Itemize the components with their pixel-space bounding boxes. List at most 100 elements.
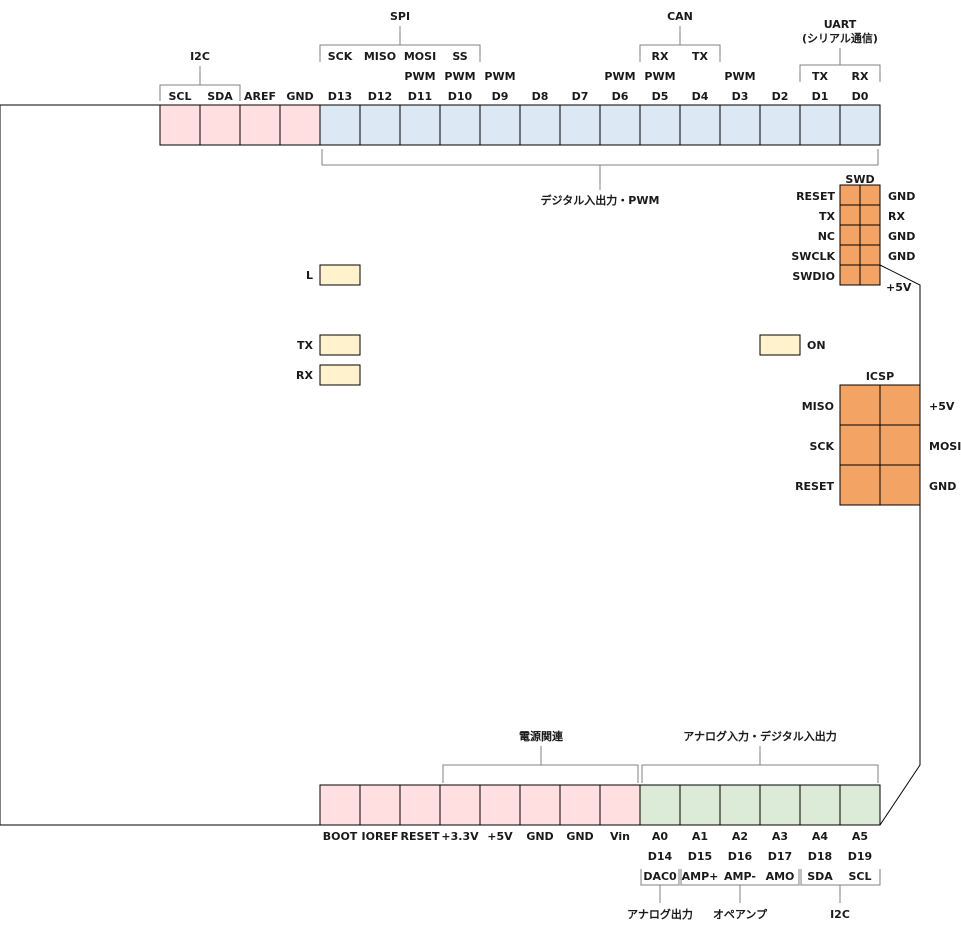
led-on-indicator [759, 334, 801, 356]
pin-sda-1 [199, 104, 241, 146]
swd-label-left-tx: TX [819, 210, 836, 223]
can-bracket [639, 26, 721, 62]
pin-d5-12 [639, 104, 681, 146]
swd-label-right-gnd-0: GND [888, 190, 915, 203]
function-dac0-0: DAC0 [643, 870, 677, 883]
pin-label-a2-b10: A2 [732, 830, 748, 843]
alias-d17: D17 [768, 850, 792, 863]
pin-label-a5-b13: A5 [852, 830, 868, 843]
pwm-label-d5: PWM [644, 70, 675, 83]
pin-label-d9-8: D9 [492, 90, 509, 103]
pin-d11-6 [399, 104, 441, 146]
pin-label-reset-b2: RESET [401, 830, 440, 843]
can-title: CAN [667, 10, 693, 23]
pin-gnd-b6 [559, 784, 601, 826]
led-tx-label: TX [297, 339, 314, 352]
icsp-label-right-gnd: GND [929, 480, 956, 493]
swd-pin-right-4 [859, 264, 881, 286]
pin-scl-0 [159, 104, 201, 146]
pin-d13-4 [319, 104, 361, 146]
swd-label-right-gnd-3: GND [888, 250, 915, 263]
spi-title: SPI [390, 10, 410, 23]
alias-d14: D14 [648, 850, 673, 863]
swd-pin-left-4 [839, 264, 861, 286]
pin-d7-10 [559, 104, 601, 146]
pin-label-gnd-3: GND [286, 90, 313, 103]
swd-pin-right-3 [859, 244, 881, 266]
pin-label-5v-b4: +5V [487, 830, 513, 843]
swd-label-right-gnd-2: GND [888, 230, 915, 243]
function-sda-4: SDA [807, 870, 833, 883]
swd-pin-left-1 [839, 204, 861, 226]
pwm-label-d10: PWM [444, 70, 475, 83]
led-rx-label: RX [296, 369, 313, 382]
spi-ss-label: SS [452, 50, 467, 63]
bottom-annotations: 電源関連 アナログ入力・デジタル入出力 アナログ出力 オペアンプ I2C [442, 729, 881, 921]
pin-label-a4-b12: A4 [812, 830, 829, 843]
uart-bracket [799, 48, 881, 82]
pin-label-d5-12: D5 [652, 90, 669, 103]
i2c-bottom-label: I2C [830, 908, 850, 921]
led-l: L [306, 264, 361, 286]
digital-caption: デジタル入出力・PWM [541, 193, 660, 207]
pin-label-d3-14: D3 [732, 90, 749, 103]
pin-a2-b10 [719, 784, 761, 826]
pin-label-aref-2: AREF [244, 90, 276, 103]
pin-label-a3-b11: A3 [772, 830, 788, 843]
pin-d0-17 [839, 104, 881, 146]
pin-label-d10-7: D10 [448, 90, 473, 103]
pin-gnd-3 [279, 104, 321, 146]
pin-vin-b7 [599, 784, 641, 826]
pin-label-d8-9: D8 [532, 90, 549, 103]
swd-pin-left-2 [839, 224, 861, 246]
led-on-label: ON [807, 339, 826, 352]
icsp-pin-left-0 [839, 384, 881, 426]
led-l-label: L [306, 269, 313, 282]
pin-gnd-b5 [519, 784, 561, 826]
power-bracket [442, 746, 639, 783]
pin-label-sda-1: SDA [207, 90, 233, 103]
pwm-label-d11: PWM [404, 70, 435, 83]
pwm-label-d9: PWM [484, 70, 515, 83]
amp-bracket [680, 869, 800, 903]
function-amp-1: AMP+ [682, 870, 719, 883]
icsp-label-left-reset: RESET [795, 480, 834, 493]
can-tx-label: TX [692, 50, 709, 63]
uart-title: UART [824, 18, 857, 31]
icsp-pin-left-2 [839, 464, 881, 506]
dac-bracket [640, 869, 680, 903]
pin-d12-5 [359, 104, 401, 146]
pin-label-d11-6: D11 [408, 90, 432, 103]
swd-pin-left-3 [839, 244, 861, 266]
function-scl-5: SCL [848, 870, 871, 883]
analog-output-label: アナログ出力 [627, 907, 693, 921]
icsp-label-right-5v: +5V [929, 400, 955, 413]
pin-a3-b11 [759, 784, 801, 826]
pin-label-a0-b8: A0 [652, 830, 669, 843]
pin-label-d0-17: D0 [852, 90, 869, 103]
swd-label-left-swdio: SWDIO [792, 270, 835, 283]
function-amo-3: AMO [766, 870, 795, 883]
icsp-title: ICSP [866, 370, 894, 383]
pin-reset-b2 [399, 784, 441, 826]
pin-label-gnd-b5: GND [526, 830, 553, 843]
pin-label-d7-10: D7 [572, 90, 589, 103]
swd-title: SWD [845, 173, 874, 186]
pin-label-ioref-b1: IOREF [362, 830, 399, 843]
pin-d10-7 [439, 104, 481, 146]
pin-label-scl-0: SCL [168, 90, 191, 103]
function-amp-2: AMP- [724, 870, 756, 883]
spi-miso-label: MISO [364, 50, 396, 63]
pin-label-d1-16: D1 [812, 90, 829, 103]
led-l-indicator [319, 264, 361, 286]
icsp-label-right-mosi: MOSI [929, 440, 961, 453]
led-rx: RX [296, 364, 361, 386]
alias-d18: D18 [808, 850, 832, 863]
uart-tx-label: TX [812, 70, 829, 83]
